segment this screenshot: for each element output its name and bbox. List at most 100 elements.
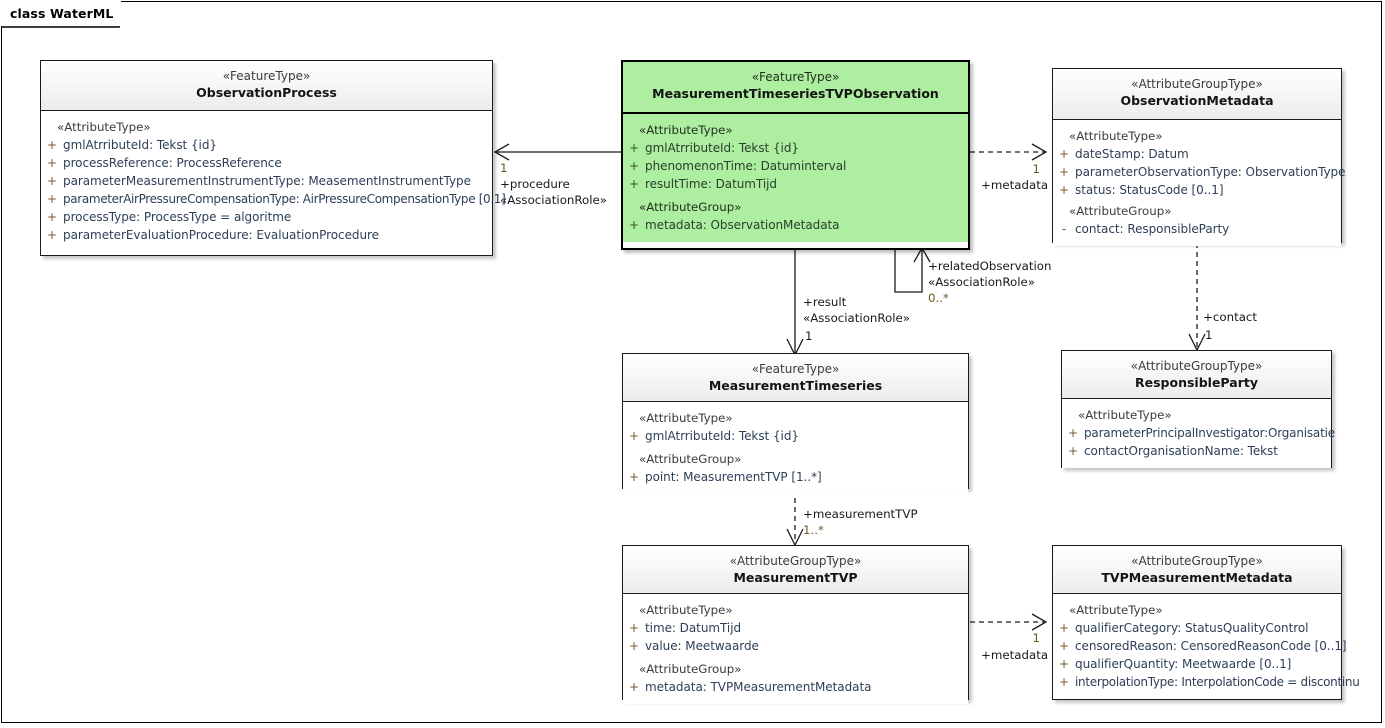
attribute-group-label: «AttributeGroup» [639, 200, 742, 214]
class-stereotype: «AttributeGroupType» [729, 554, 862, 568]
class-header: «AttributeGroupType» ObservationMetadata [1053, 69, 1341, 120]
metadata-observation-role: +metadata [981, 178, 1049, 192]
visibility-marker: - [1061, 222, 1067, 236]
visibility-marker: + [46, 156, 58, 170]
attribute-row: + time: DatumTijd [623, 619, 968, 637]
visibility-marker: + [628, 429, 640, 443]
visibility-marker: + [628, 639, 640, 653]
connector-label-metadata-tvp-role: +metadata [981, 647, 1048, 663]
visibility-marker: + [1058, 147, 1070, 161]
attribute-row: + processType: ProcessType = algoritme [41, 208, 492, 226]
metadata-tvp-role: +metadata [981, 648, 1049, 662]
attribute-text: parameterMeasurementInstrumentType: Meas… [63, 174, 471, 188]
attribute-text: gmlAtrributeId: Tekst {id} [645, 429, 799, 443]
attribute-text: value: Meetwaarde [645, 639, 759, 653]
attribute-group-label: «AttributeType» [1078, 408, 1172, 422]
attribute-group-label: «AttributeType» [639, 411, 733, 425]
attribute-row: + parameterPrincipalInvestigator:Organis… [1062, 424, 1335, 442]
class-name: MeasurementTimeseriesTVPObservation [652, 86, 939, 101]
attribute-row: + interpolationType: InterpolationCode =… [1053, 673, 1360, 691]
class-stereotype: «FeatureType» [751, 362, 840, 376]
class-measurement-timeseries[interactable]: «FeatureType» MeasurementTimeseries «Att… [622, 353, 969, 494]
attribute-text: qualifierCategory: StatusQualityControl [1075, 621, 1309, 635]
attribute-text: contact: ResponsibleParty [1075, 222, 1230, 236]
class-header: «FeatureType» ObservationProcess [41, 61, 492, 111]
class-observation-process[interactable]: «FeatureType» ObservationProcess «Attrib… [40, 60, 506, 256]
class-observation-metadata[interactable]: «AttributeGroupType» ObservationMetadata… [1052, 68, 1346, 246]
visibility-marker: + [1058, 165, 1070, 179]
attribute-row: + parameterObservationType: ObservationT… [1053, 163, 1346, 181]
attribute-text: parameterEvaluationProcedure: Evaluation… [63, 228, 379, 242]
procedure-stereotype: «AssociationRole» [500, 193, 608, 207]
result-role: +result [803, 295, 847, 309]
visibility-marker: + [628, 621, 640, 635]
class-name: ResponsibleParty [1135, 375, 1258, 390]
attribute-text: metadata: TVPMeasurementMetadata [645, 680, 872, 694]
attribute-row: + phenomenonTime: Datuminterval [623, 157, 968, 175]
measurement-tvp-multiplicity: 1..* [803, 523, 824, 537]
class-stereotype: «AttributeGroupType» [1130, 359, 1263, 373]
class-name: ObservationProcess [196, 85, 337, 100]
connector-label-result: +result «AssociationRole» [803, 294, 910, 326]
attribute-row: + value: Meetwaarde [623, 637, 968, 655]
class-header: «FeatureType» MeasurementTimeseries [623, 354, 968, 402]
attribute-text: dateStamp: Datum [1075, 147, 1189, 161]
visibility-marker: + [46, 210, 58, 224]
attribute-row: + metadata: ObservationMetadata [623, 216, 968, 234]
attribute-row: + processReference: ProcessReference [41, 154, 492, 172]
procedure-multiplicity: 1 [500, 161, 508, 175]
attribute-row: + censoredReason: CensoredReasonCode [0.… [1053, 637, 1347, 655]
result-stereotype: «AssociationRole» [803, 311, 911, 325]
attribute-row: + point: MeasurementTVP [1..*] [623, 468, 968, 486]
attribute-group-label: «AttributeType» [639, 123, 733, 137]
attribute-row: + parameterEvaluationProcedure: Evaluati… [41, 226, 492, 244]
visibility-marker: + [1058, 675, 1070, 689]
class-tvp-measurement-metadata[interactable]: «AttributeGroupType» TVPMeasurementMetad… [1052, 545, 1360, 700]
visibility-marker: + [628, 680, 640, 694]
related-observation-multiplicity: 0..* [928, 291, 949, 305]
attribute-row: + qualifierQuantity: Meetwaarde [0..1] [1053, 655, 1341, 673]
connector-label-contact: +contact [1203, 309, 1257, 325]
connector-label-metadata-tvp-mult: 1 [1024, 630, 1040, 646]
class-body: «AttributeType» + gmlAtrributeId: Tekst … [41, 111, 506, 252]
class-header: «AttributeGroupType» ResponsibleParty [1062, 351, 1331, 399]
attribute-row: + gmlAtrributeId: Tekst {id} [623, 139, 968, 157]
attribute-text: point: MeasurementTVP [1..*] [645, 470, 822, 484]
attribute-row: + resultTime: DatumTijd [623, 175, 968, 193]
attribute-text: gmlAtrributeId: Tekst {id} [63, 138, 217, 152]
connector-label-measurement-tvp: +measurementTVP 1..* [803, 506, 918, 538]
visibility-marker: + [628, 470, 640, 484]
attribute-row: - contact: ResponsibleParty [1053, 220, 1341, 238]
attribute-group-label: «AttributeType» [1069, 603, 1163, 617]
visibility-marker: + [46, 192, 58, 206]
class-body: «AttributeType» + dateStamp: Datum + par… [1053, 120, 1346, 246]
attribute-text: processReference: ProcessReference [63, 156, 282, 170]
diagram-frame-label: class WaterML [0, 0, 122, 26]
visibility-marker: + [1058, 639, 1070, 653]
attribute-text: time: DatumTijd [645, 621, 742, 635]
class-measurement-tvp[interactable]: «AttributeGroupType» MeasurementTVP «Att… [622, 545, 969, 704]
class-stereotype: «AttributeGroupType» [1131, 554, 1263, 568]
connector-label-metadata-observation-mult: 1 [1024, 161, 1040, 177]
visibility-marker: + [628, 218, 640, 232]
attribute-row: + status: StatusCode [0..1] [1053, 181, 1341, 199]
class-responsible-party[interactable]: «AttributeGroupType» ResponsibleParty «A… [1061, 350, 1335, 468]
class-body: «AttributeType» + parameterPrincipalInve… [1062, 399, 1335, 468]
visibility-marker: + [46, 174, 58, 188]
contact-multiplicity: 1 [1205, 328, 1213, 342]
attribute-text: phenomenonTime: Datuminterval [645, 159, 847, 173]
attribute-text: interpolationType: InterpolationCode = d… [1075, 675, 1360, 689]
class-measurement-timeseries-tvp-observation[interactable]: «FeatureType» MeasurementTimeseriesTVPOb… [621, 60, 970, 250]
class-header: «AttributeGroupType» MeasurementTVP [623, 546, 968, 594]
class-name: TVPMeasurementMetadata [1101, 570, 1293, 585]
attribute-group-label: «AttributeType» [639, 603, 733, 617]
class-name: MeasurementTimeseries [708, 378, 883, 393]
attribute-text: metadata: ObservationMetadata [645, 218, 840, 232]
class-header: «FeatureType» MeasurementTimeseriesTVPOb… [623, 62, 968, 114]
attribute-group-label: «AttributeGroup» [639, 662, 742, 676]
attribute-text: resultTime: DatumTijd [645, 177, 777, 191]
metadata-tvp-multiplicity: 1 [1032, 631, 1040, 645]
class-stereotype: «FeatureType» [222, 69, 311, 83]
class-body: «AttributeType» + gmlAtrributeId: Tekst … [623, 114, 968, 242]
visibility-marker: + [628, 141, 640, 155]
